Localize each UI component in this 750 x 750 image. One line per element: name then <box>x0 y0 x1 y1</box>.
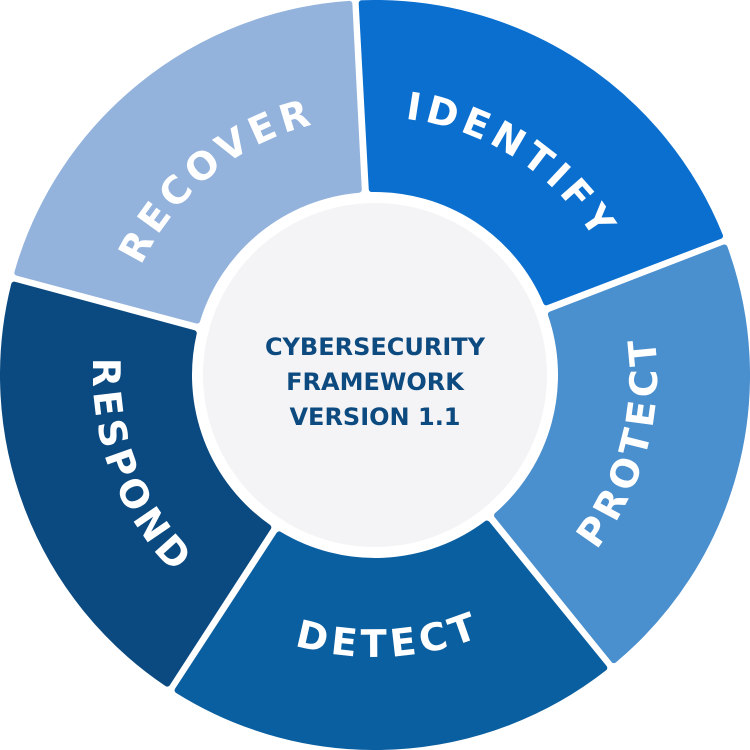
center-title-line-3: VERSION 1.1 <box>289 403 460 431</box>
segment-protect <box>494 244 750 664</box>
segment-detect <box>174 520 608 750</box>
center-title-line-1: CYBERSECURITY <box>265 333 486 361</box>
segment-identify <box>358 0 724 306</box>
center-title-line-2: FRAMEWORK <box>286 368 465 396</box>
center-circle <box>203 203 547 547</box>
segment-respond <box>0 281 272 687</box>
segment-recover <box>14 0 362 324</box>
